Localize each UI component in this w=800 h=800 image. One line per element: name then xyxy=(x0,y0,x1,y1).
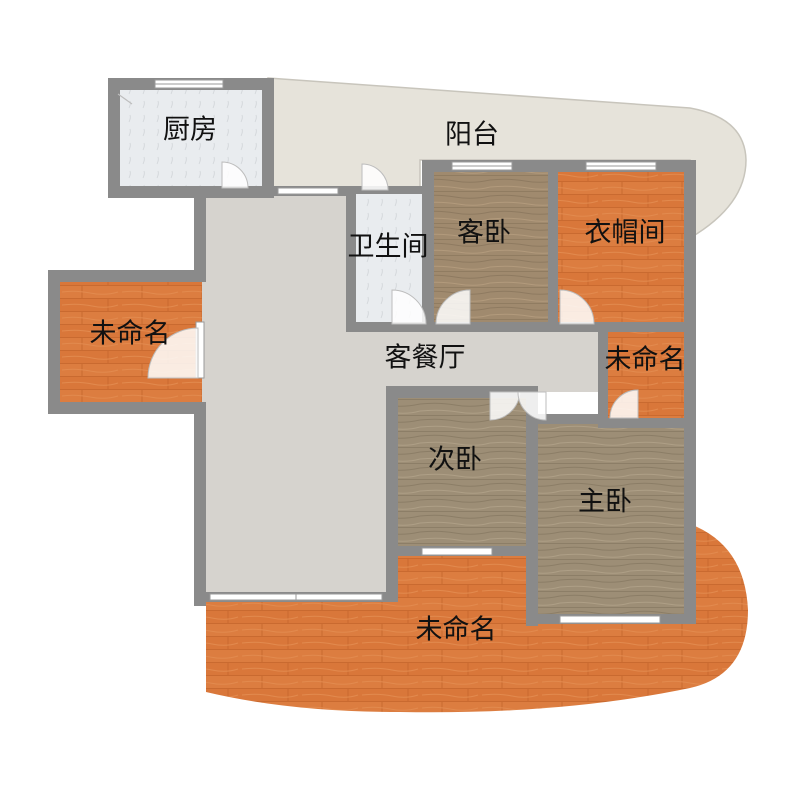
label-living-dining: 客餐厅 xyxy=(385,343,466,374)
doors xyxy=(117,93,639,421)
master-bedroom-floor xyxy=(532,420,690,618)
label-kitchen: 厨房 xyxy=(163,115,217,146)
label-unnamed-bottom: 未命名 xyxy=(416,615,497,646)
second-bedroom-floor xyxy=(392,392,532,550)
unnamed-bottom-floor xyxy=(206,524,748,713)
label-balcony: 阳台 xyxy=(445,120,499,151)
label-master-bedroom: 主卧 xyxy=(578,487,632,518)
label-unnamed-left: 未命名 xyxy=(90,319,171,350)
label-guest-bedroom: 客卧 xyxy=(457,218,511,249)
label-second-bedroom: 次卧 xyxy=(428,445,482,476)
label-cloakroom: 衣帽间 xyxy=(585,218,666,249)
windows xyxy=(154,79,661,624)
label-bathroom: 卫生间 xyxy=(348,232,429,263)
label-unnamed-right: 未命名 xyxy=(605,345,686,376)
